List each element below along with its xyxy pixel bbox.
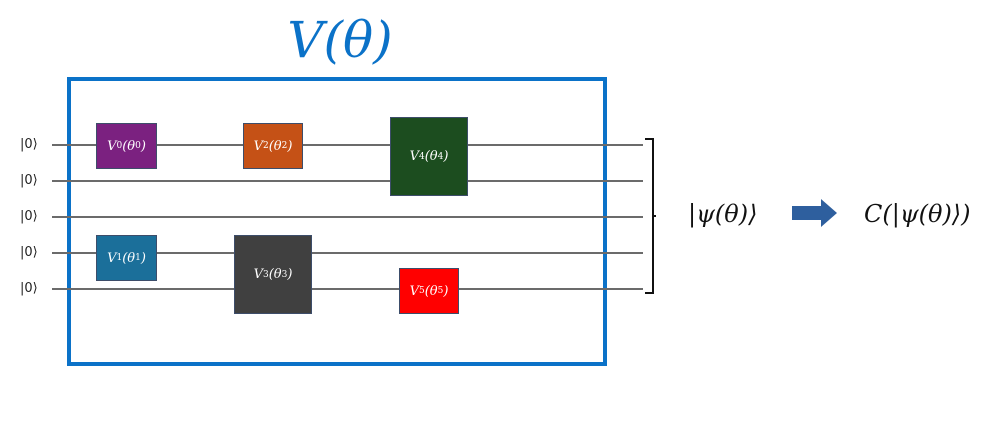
gate-v3-param: θ	[273, 267, 282, 282]
qubit-wire-0	[52, 144, 643, 146]
qubit-init-4: |0⟩	[20, 281, 38, 296]
ansatz-frame	[67, 77, 607, 366]
right-arrow-icon	[792, 199, 837, 227]
qubit-init-1: |0⟩	[20, 173, 38, 188]
gate-v5-param-index: 5	[437, 286, 444, 296]
gate-v1-index: 1	[116, 253, 123, 263]
gate-v2-param-index: 2	[281, 141, 288, 151]
gate-v3-param-index: 3	[281, 269, 288, 280]
gate-v4-name: V	[409, 149, 419, 164]
cost-function: C(|ψ(θ)⟩)	[864, 200, 971, 228]
output-state: |ψ(θ)⟩	[688, 200, 758, 228]
qubit-init-0: |0⟩	[20, 137, 38, 152]
qubit-init-3: |0⟩	[20, 245, 38, 260]
gate-v5-name: V	[409, 283, 419, 299]
gate-v5-param: θ	[429, 283, 438, 299]
gate-v3-name: V	[253, 267, 263, 282]
gate-v2-index: 2	[262, 141, 269, 151]
qubit-wire-3	[52, 252, 643, 254]
gate-v0-param: θ	[127, 138, 136, 154]
output-bracket	[645, 138, 656, 294]
gate-v5-index: 5	[418, 286, 425, 296]
gate-v4-param: θ	[429, 149, 438, 164]
qubit-wire-1	[52, 180, 643, 182]
qubit-init-2: |0⟩	[20, 209, 38, 224]
gate-v4-param-index: 4	[437, 151, 444, 162]
gate-v3-index: 3	[262, 269, 269, 280]
gate-v0-param-index: 0	[135, 141, 141, 151]
gate-v4-index: 4	[418, 151, 425, 162]
qubit-wire-4	[52, 288, 643, 290]
gate-v1-name: V	[107, 250, 117, 266]
gate-v2-name: V	[253, 138, 263, 154]
gate-v0-index: 0	[116, 141, 123, 151]
gate-v1-param-index: 1	[135, 253, 141, 263]
circuit-title: V(θ)	[287, 11, 393, 69]
gate-v2-param: θ	[273, 138, 282, 154]
gate-v0-name: V	[107, 138, 117, 154]
gate-v1-param: θ	[127, 250, 136, 266]
qubit-wire-2	[52, 216, 643, 218]
